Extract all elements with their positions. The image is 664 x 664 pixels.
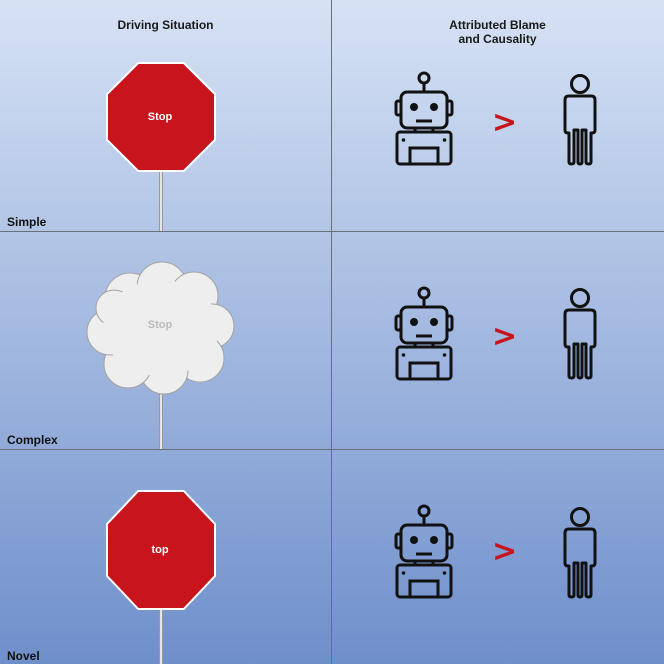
robot-icon — [394, 504, 454, 599]
header-blame-line1: Attributed Blame — [449, 18, 546, 32]
header-attributed-blame: Attributed Blame and Causality — [331, 18, 664, 46]
row-divider-2 — [0, 449, 664, 450]
stop-sign-octagon — [106, 490, 216, 610]
comparison-greater-than: > — [492, 105, 518, 140]
sign-pole — [159, 172, 163, 231]
person-icon — [563, 74, 597, 166]
sign-text: top — [151, 544, 169, 556]
row-label-complex: Complex — [7, 433, 58, 447]
row-label-novel: Novel — [7, 649, 40, 663]
sign-pole — [159, 393, 163, 449]
row-label-simple: Simple — [7, 215, 47, 229]
row-divider-1 — [0, 231, 664, 232]
sign-text: Stop — [147, 319, 173, 331]
robot-icon — [394, 286, 454, 381]
sign-text: Stop — [147, 111, 173, 123]
comparison-greater-than: > — [492, 534, 518, 569]
column-divider — [331, 0, 332, 664]
sign-pole — [159, 608, 163, 664]
robot-icon — [394, 71, 454, 166]
header-driving-situation: Driving Situation — [117, 18, 214, 32]
person-icon — [563, 288, 597, 380]
cloud-obscured-sign — [86, 261, 235, 395]
person-icon — [563, 507, 597, 599]
header-blame-line2: and Causality — [458, 32, 537, 46]
comparison-greater-than: > — [492, 319, 518, 354]
stop-sign-octagon — [106, 62, 216, 172]
